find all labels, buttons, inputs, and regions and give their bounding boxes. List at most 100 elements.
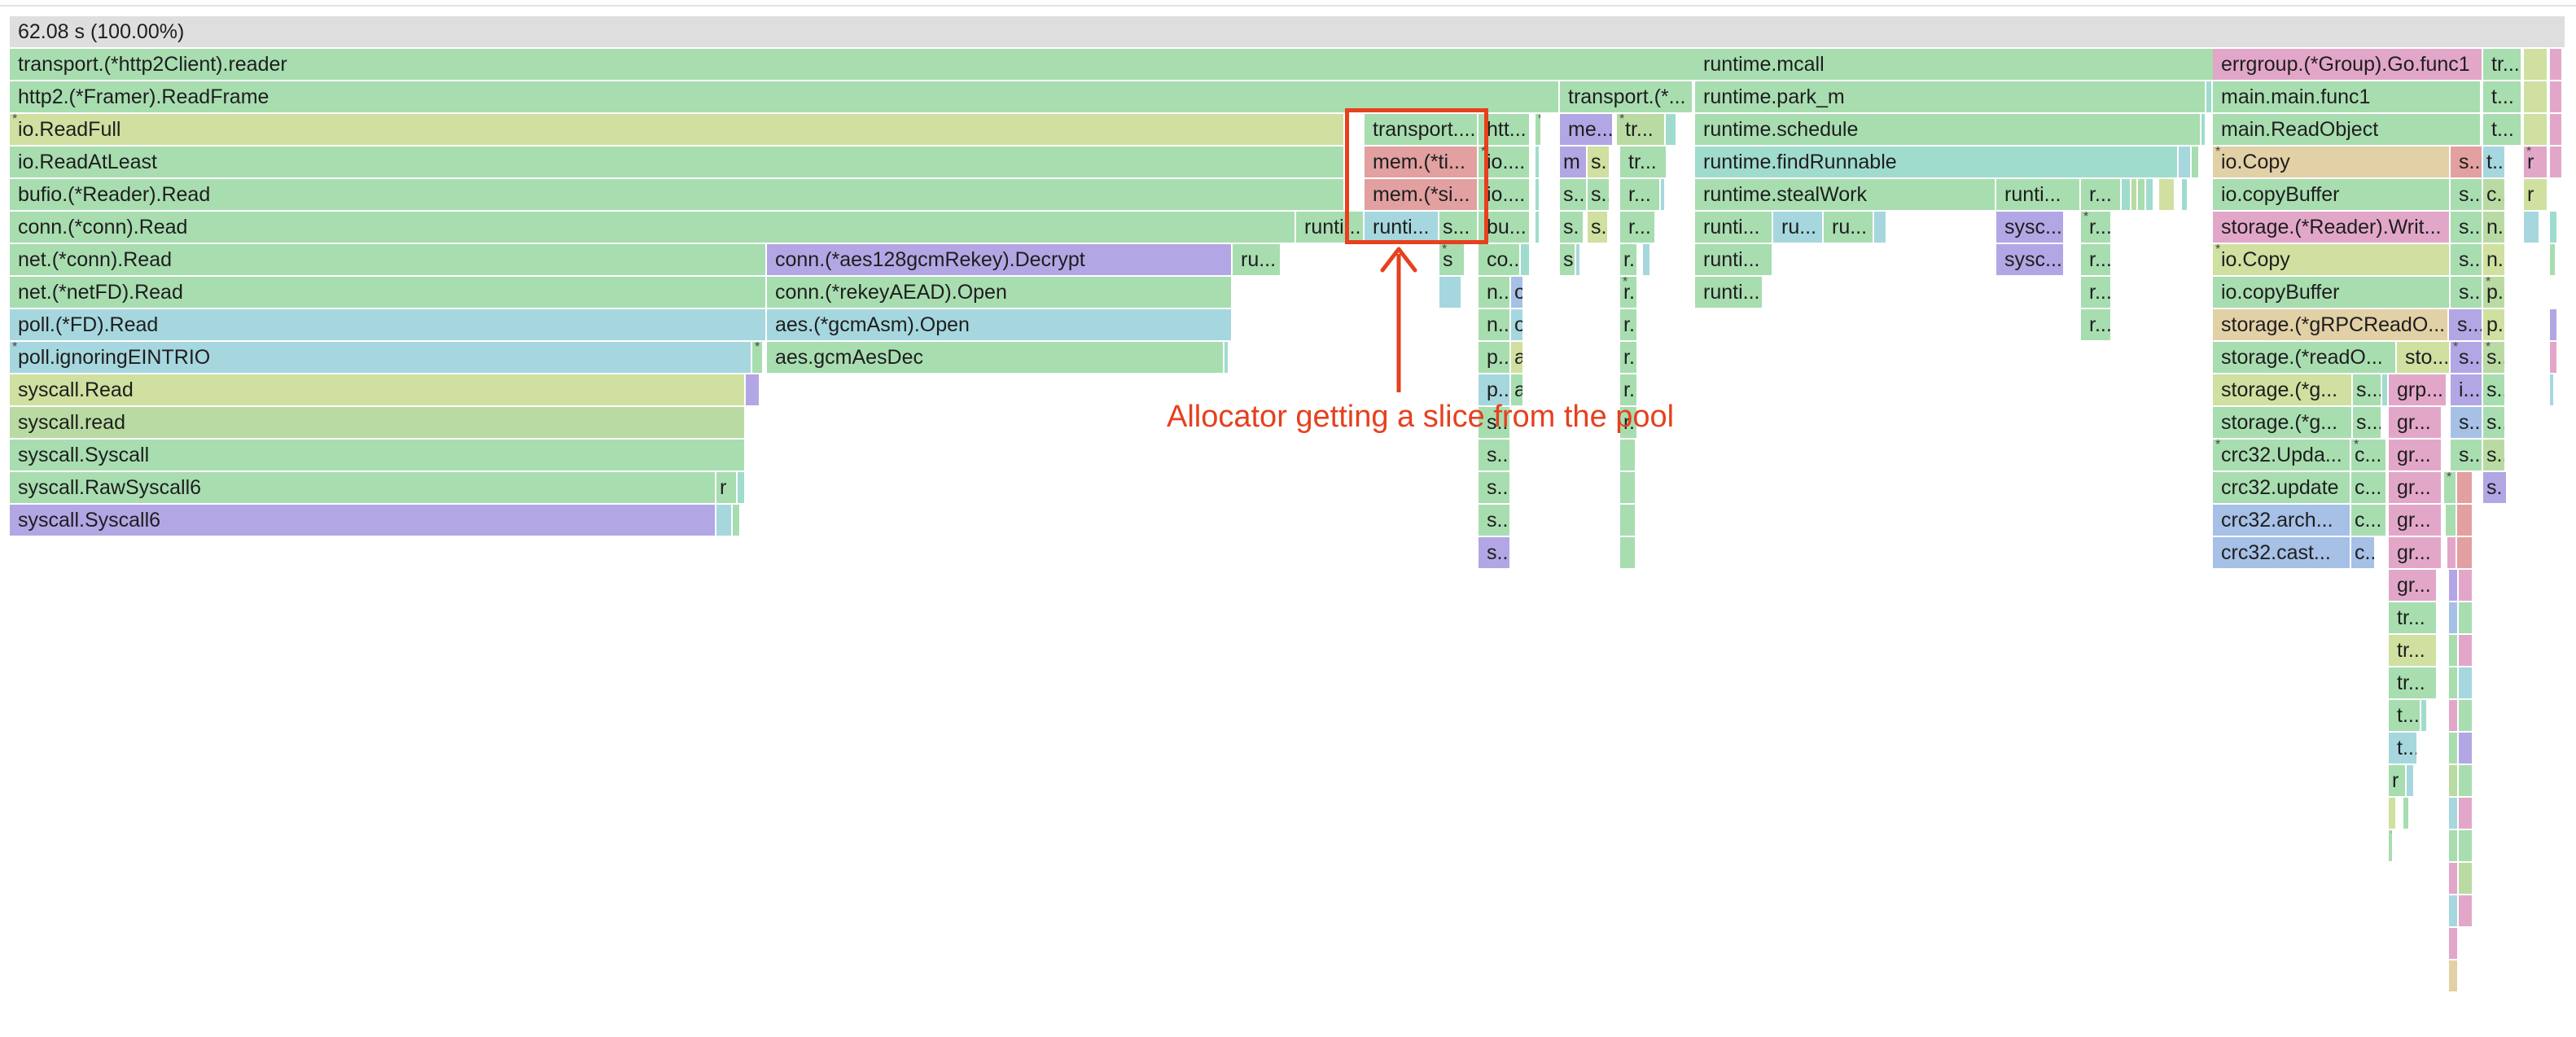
flame-frame[interactable]: n...: [2483, 212, 2506, 243]
flame-frame[interactable]: [2449, 602, 2459, 633]
flame-frame[interactable]: [738, 472, 746, 503]
flame-frame[interactable]: r: [2524, 147, 2548, 177]
flame-frame[interactable]: t...: [2389, 700, 2421, 731]
flame-frame[interactable]: [2407, 765, 2415, 796]
flame-frame[interactable]: [2449, 765, 2459, 796]
flame-frame[interactable]: [2179, 147, 2192, 177]
flame-frame[interactable]: n...: [1479, 277, 1511, 308]
flame-frame[interactable]: [2550, 81, 2563, 112]
flame-frame[interactable]: s...: [2483, 407, 2506, 438]
flame-root-frame[interactable]: 62.08 s (100.00%): [10, 16, 2566, 47]
flame-frame[interactable]: s...: [2483, 342, 2506, 373]
flame-frame[interactable]: poll.ignoringEINTRIO: [10, 342, 752, 373]
flame-frame[interactable]: [2550, 244, 2556, 275]
flame-frame[interactable]: conn.(*conn).Read: [10, 212, 1296, 243]
flame-frame[interactable]: [2449, 960, 2459, 991]
flame-frame[interactable]: [2550, 342, 2558, 373]
flame-frame[interactable]: o: [1511, 277, 1524, 308]
flame-frame[interactable]: [752, 342, 764, 373]
flame-frame[interactable]: s...: [2483, 374, 2506, 405]
flame-frame[interactable]: s...: [2451, 179, 2483, 210]
flame-frame[interactable]: c...: [2351, 505, 2387, 536]
flame-frame[interactable]: errgroup.(*Group).Go.func1: [2213, 49, 2483, 80]
flame-frame[interactable]: [2459, 733, 2473, 764]
flame-frame[interactable]: s...: [2451, 342, 2483, 373]
flame-frame[interactable]: [2550, 147, 2563, 177]
flame-frame[interactable]: [2524, 114, 2548, 145]
flame-frame[interactable]: syscall.Read: [10, 374, 746, 405]
flame-frame[interactable]: s...: [1479, 440, 1511, 470]
flame-frame[interactable]: [2459, 667, 2473, 698]
flame-frame[interactable]: storage.(*g...: [2213, 407, 2353, 438]
flame-frame[interactable]: [2459, 700, 2473, 731]
flame-frame[interactable]: [2389, 830, 2394, 861]
flame-frame[interactable]: [2201, 114, 2206, 145]
flame-frame[interactable]: [2459, 570, 2473, 601]
flame-frame[interactable]: io....: [1479, 147, 1531, 177]
flame-frame[interactable]: r...: [2081, 212, 2112, 243]
flame-frame[interactable]: p...: [2483, 277, 2506, 308]
flame-frame[interactable]: [1536, 179, 1540, 210]
flame-frame[interactable]: n...: [2483, 244, 2506, 275]
flame-frame[interactable]: [746, 374, 760, 405]
flame-frame[interactable]: [2459, 895, 2473, 926]
flame-frame[interactable]: mem.(*ti...: [1365, 147, 1479, 177]
flame-frame[interactable]: r: [2389, 765, 2407, 796]
flame-frame[interactable]: [2421, 700, 2428, 731]
flame-frame[interactable]: io.copyBuffer: [2213, 179, 2451, 210]
flame-frame[interactable]: crc32.update: [2213, 472, 2351, 503]
flame-frame[interactable]: [1521, 244, 1531, 275]
flame-frame[interactable]: m: [1560, 147, 1588, 177]
flame-frame[interactable]: [2182, 179, 2188, 210]
flame-frame[interactable]: s...: [2451, 440, 2483, 470]
flame-frame[interactable]: tr...: [1620, 147, 1667, 177]
flame-frame[interactable]: [2131, 179, 2138, 210]
flame-frame[interactable]: [1643, 244, 1651, 275]
flame-frame[interactable]: [2449, 928, 2459, 959]
flame-frame[interactable]: transport.(*http2Client).reader: [10, 49, 1700, 80]
flame-frame[interactable]: [2449, 798, 2459, 829]
flame-frame[interactable]: s...: [1588, 179, 1610, 210]
flame-frame[interactable]: grp...: [2389, 374, 2447, 405]
flame-frame[interactable]: c...: [2351, 440, 2387, 470]
flame-frame[interactable]: crc32.arch...: [2213, 505, 2351, 536]
flame-frame[interactable]: [2459, 798, 2473, 829]
flame-frame[interactable]: [2459, 830, 2473, 861]
flame-frame[interactable]: r...: [1620, 179, 1661, 210]
flame-frame[interactable]: syscall.RawSyscall6: [10, 472, 716, 503]
flame-frame[interactable]: s...: [2353, 374, 2382, 405]
flame-frame[interactable]: [2449, 895, 2459, 926]
flame-frame[interactable]: r: [716, 472, 738, 503]
flame-frame[interactable]: [2446, 505, 2457, 536]
flame-frame[interactable]: r: [2524, 179, 2548, 210]
flame-frame[interactable]: storage.(*readO...: [2213, 342, 2397, 373]
flame-frame[interactable]: runtime.mcall: [1695, 49, 2215, 80]
flame-frame[interactable]: s...: [2451, 147, 2483, 177]
flame-frame[interactable]: poll.(*FD).Read: [10, 309, 767, 340]
flame-frame[interactable]: s...: [1560, 179, 1588, 210]
flame-frame[interactable]: syscall.Syscall6: [10, 505, 716, 536]
flame-frame[interactable]: crc32.cast...: [2213, 537, 2351, 568]
flame-frame[interactable]: runti...: [1695, 212, 1773, 243]
flame-frame[interactable]: io.copyBuffer: [2213, 277, 2451, 308]
flame-frame[interactable]: a: [1511, 342, 1524, 373]
flame-frame[interactable]: [2550, 114, 2563, 145]
flame-frame[interactable]: t...: [2483, 81, 2522, 112]
flame-frame[interactable]: [1666, 114, 1677, 145]
flame-frame[interactable]: [2447, 537, 2457, 568]
flame-frame[interactable]: me...: [1560, 114, 1614, 145]
flame-frame[interactable]: sto...: [2397, 342, 2451, 373]
flame-frame[interactable]: io.ReadFull: [10, 114, 1345, 145]
flame-frame[interactable]: [1620, 472, 1636, 503]
flame-frame[interactable]: transport....: [1365, 114, 1479, 145]
flame-frame[interactable]: [1536, 147, 1540, 177]
flame-frame[interactable]: tr...: [2389, 667, 2438, 698]
flame-frame[interactable]: o: [1511, 309, 1524, 340]
flame-frame[interactable]: syscall.read: [10, 407, 746, 438]
flame-frame[interactable]: io....: [1479, 179, 1531, 210]
flame-frame[interactable]: [2403, 798, 2410, 829]
flame-frame[interactable]: tr...: [1617, 114, 1666, 145]
flame-frame[interactable]: [2449, 863, 2459, 894]
flame-frame[interactable]: [1439, 277, 1462, 308]
flame-frame[interactable]: [2192, 147, 2200, 177]
